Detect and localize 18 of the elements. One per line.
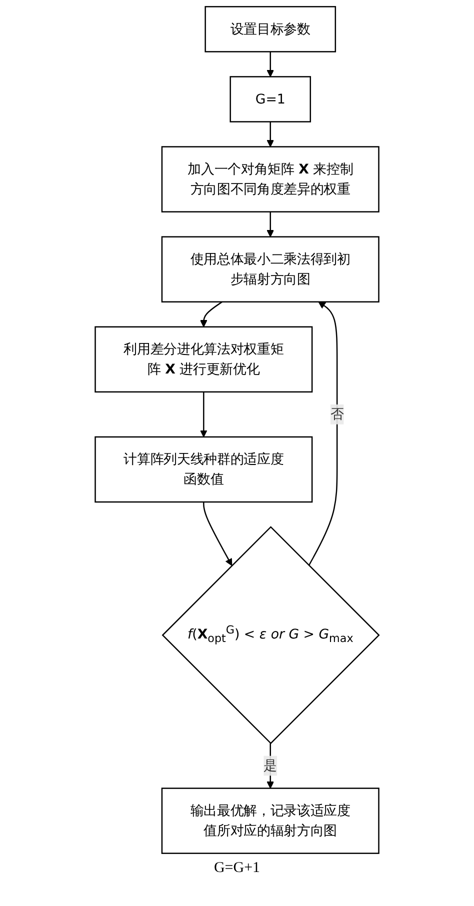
- edge-label: 是: [264, 757, 277, 774]
- node-box: G=1: [230, 76, 311, 122]
- arrow: [266, 122, 274, 148]
- arrow: [200, 301, 222, 328]
- arrow: [202, 502, 232, 566]
- note-label: G=G+1: [212, 860, 262, 877]
- node-box: 利用差分进化算法对权重矩阵 X 进行更新优化: [94, 326, 313, 393]
- node-box: 使用总体最小二乘法得到初步辐射方向图: [161, 236, 380, 302]
- node-box: 计算阵列天线种群的适应度函数值: [94, 436, 313, 503]
- edge-label: 否: [330, 406, 344, 422]
- node-diamond: f(X$_{opt}$$^{G}$) < ε or G > G$_{max}$: [162, 526, 380, 744]
- arrow: [266, 212, 274, 238]
- arrow: [200, 392, 208, 438]
- arrow: [308, 302, 338, 566]
- node-box: 设置目标参数: [204, 6, 336, 52]
- arrow: [266, 52, 274, 78]
- node-box: 加入一个对角矩阵 X 来控制方向图不同角度差异的权重: [161, 146, 380, 212]
- node-box: 输出最优解，记录该适应度值所对应的辐射方向图: [161, 788, 380, 854]
